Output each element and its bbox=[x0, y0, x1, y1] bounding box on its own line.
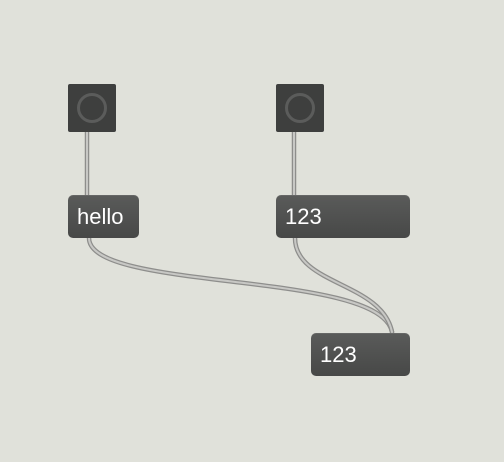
bang-circle-icon bbox=[285, 93, 315, 123]
message-box-123-top[interactable]: 123 bbox=[276, 195, 410, 238]
patchcord-123-top-to-123-bottom[interactable] bbox=[292, 235, 395, 335]
bang-button-left[interactable] bbox=[68, 84, 116, 132]
patchcord-hello-to-123-bottom[interactable] bbox=[86, 235, 395, 335]
bang-circle-icon bbox=[77, 93, 107, 123]
message-box-hello[interactable]: hello bbox=[68, 195, 139, 238]
bang-button-right[interactable] bbox=[276, 84, 324, 132]
message-box-123-bottom[interactable]: 123 bbox=[311, 333, 410, 376]
